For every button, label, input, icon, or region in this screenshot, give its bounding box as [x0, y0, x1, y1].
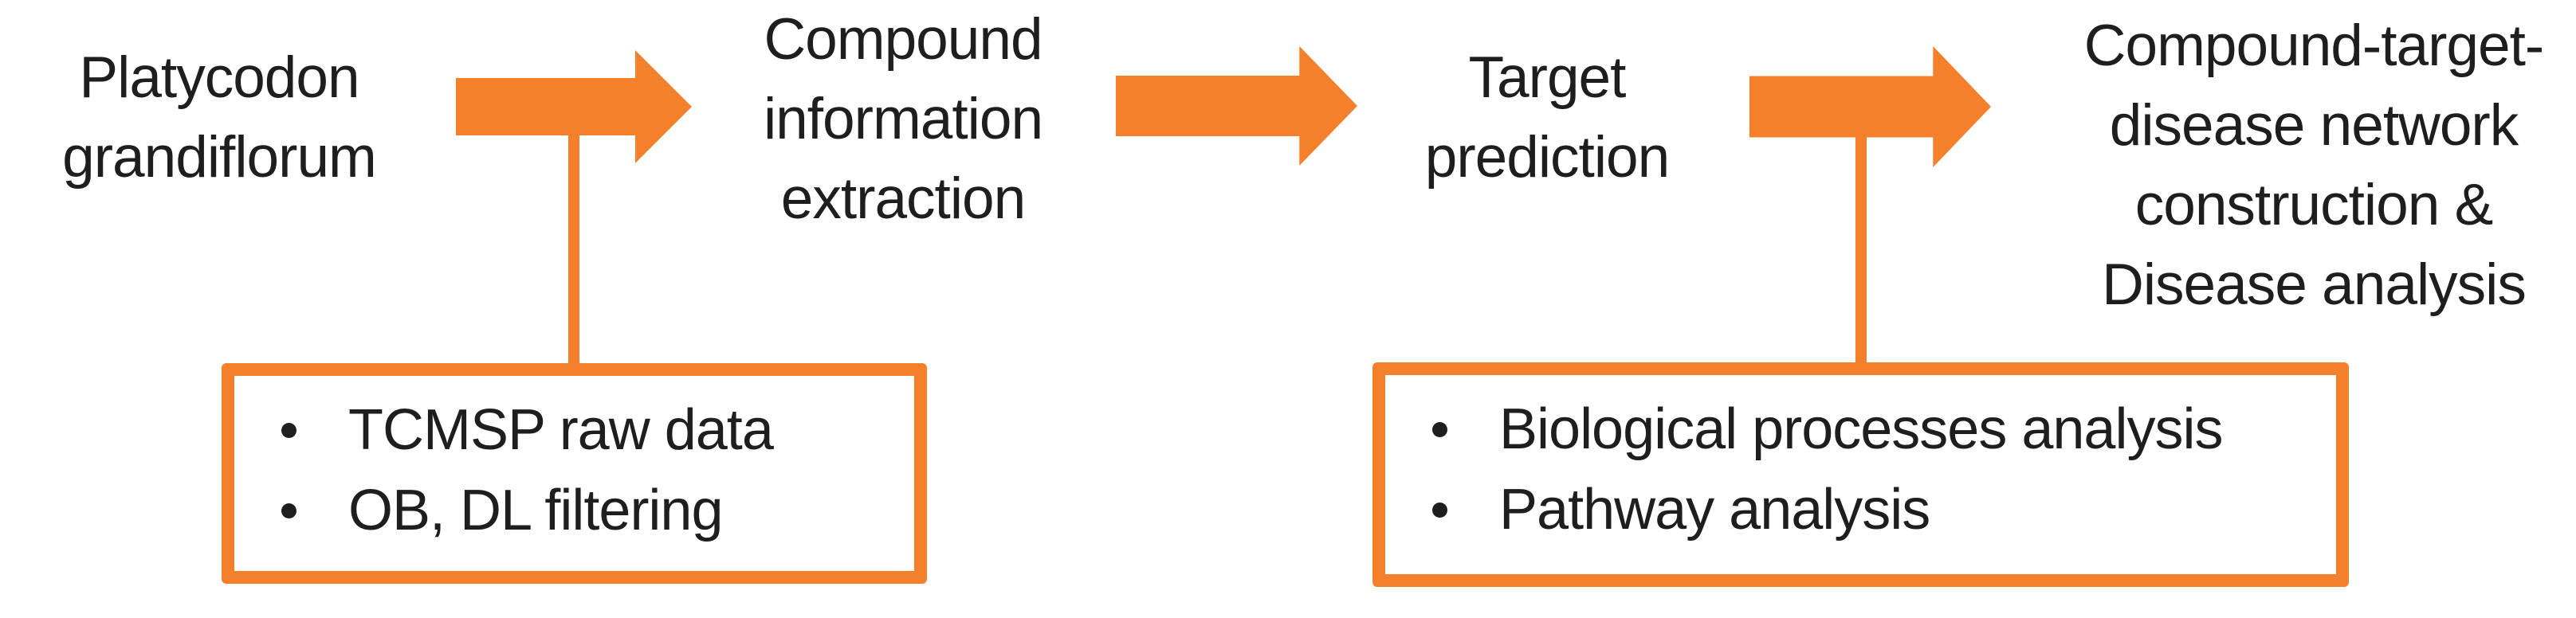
step-label-line: Target	[1468, 45, 1627, 110]
detail-box-network-analysis: Biological processes analysis Pathway an…	[1372, 362, 2349, 587]
list-item-label: Biological processes analysis	[1499, 397, 2223, 461]
detail-box-compound-extraction: TCMSP raw data OB, DL filtering	[222, 363, 927, 584]
arrow-right-icon	[456, 50, 692, 163]
bullet-list: TCMSP raw data OB, DL filtering	[234, 376, 914, 551]
step-label-line: Disease analysis	[2102, 252, 2527, 317]
bullet-dot-icon	[1432, 422, 1447, 437]
list-item: Biological processes analysis	[1385, 389, 2336, 470]
step-label-line: Compound	[764, 7, 1043, 72]
arrow-right-icon	[1116, 46, 1357, 166]
bullet-dot-icon	[281, 423, 296, 438]
step-label-line: extraction	[780, 166, 1026, 231]
step-label-line: grandiflorum	[62, 125, 377, 190]
step-label-platycodon-grandiflorum: Platycodon grandiflorum	[12, 38, 426, 198]
arrow-right-icon	[1749, 46, 1991, 167]
step-label-line: Platycodon	[79, 45, 359, 110]
step-label-line: Compound-target-	[2083, 14, 2544, 78]
bullet-list: Biological processes analysis Pathway an…	[1385, 375, 2336, 550]
list-item-label: TCMSP raw data	[348, 398, 774, 462]
list-item-label: Pathway analysis	[1499, 478, 1930, 542]
connector-line	[1855, 135, 1867, 375]
step-label-line: construction &	[2134, 173, 2494, 237]
connector-line	[568, 132, 579, 376]
list-item: OB, DL filtering	[234, 471, 914, 551]
step-label-target-prediction: Target prediction	[1308, 38, 1786, 198]
step-label-network-construction-disease-analysis: Compound-target- disease network constru…	[2043, 6, 2576, 325]
step-label-line: prediction	[1424, 125, 1671, 190]
list-item-label: OB, DL filtering	[348, 479, 724, 542]
bullet-dot-icon	[1432, 503, 1447, 518]
step-label-line: information	[763, 87, 1043, 151]
list-item: Pathway analysis	[1385, 470, 2336, 550]
list-item: TCMSP raw data	[234, 390, 914, 471]
step-label-compound-information-extraction: Compound information extraction	[664, 0, 1142, 239]
step-label-line: disease network	[2109, 93, 2519, 158]
bullet-dot-icon	[281, 503, 296, 518]
